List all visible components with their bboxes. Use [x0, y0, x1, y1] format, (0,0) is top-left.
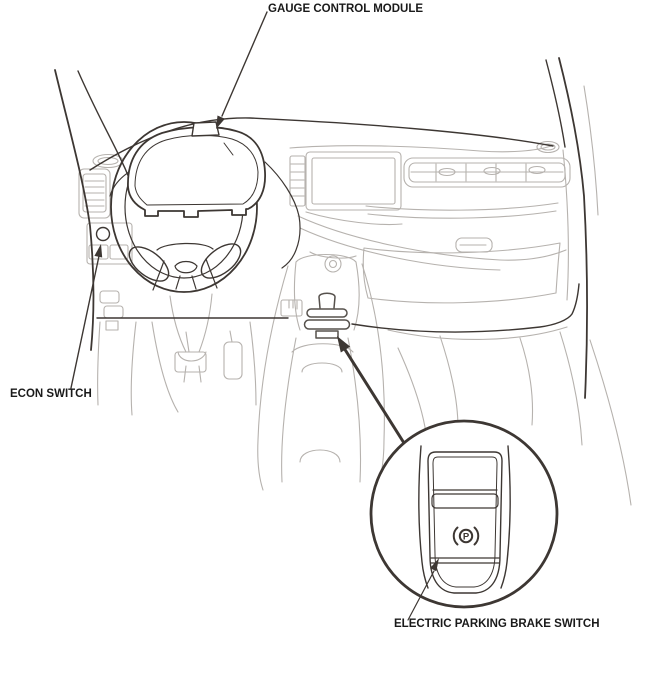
parking-brake-icon-circle: [458, 528, 474, 544]
gauge-leader: [216, 11, 268, 129]
cluster-top-tab: [191, 121, 220, 137]
cluster-inner-line: [134, 134, 259, 206]
right-a-pillar-inner: [545, 59, 566, 148]
econ-leader-line: [70, 255, 100, 389]
econ-switch: [95, 226, 111, 242]
parking-brake-icon-brackets: [452, 526, 480, 546]
wheel-rim-outer: [110, 121, 258, 293]
shifter-knob: [318, 292, 336, 309]
driver-levers: [99, 290, 124, 331]
econ-leader: [70, 244, 103, 389]
glove-box: [362, 242, 561, 304]
detail-leader-arrowhead: [337, 336, 351, 353]
gauge-leader-arrowhead: [216, 115, 225, 129]
pedals: [174, 330, 243, 380]
detail-leader-line: [342, 346, 406, 445]
wheel-spoke-cutout-right: [200, 243, 242, 279]
switch-panel-trim: [430, 489, 500, 564]
econ-leader-arrowhead: [94, 244, 103, 258]
cluster-glint: [223, 142, 234, 156]
center-console: [257, 254, 385, 491]
left-a-pillar: [54, 69, 95, 351]
epb-leader-arrowhead: [430, 558, 439, 572]
shift-indicator-panel: [280, 299, 303, 317]
footwell-lines: [97, 321, 257, 416]
screen-side-vent: [289, 155, 306, 207]
gear-shifter: [303, 292, 351, 339]
cluster-body: [127, 126, 266, 218]
passenger-vent: [403, 157, 571, 188]
right-a-pillar: [558, 57, 589, 399]
detail-leader: [337, 336, 406, 445]
detail-circle: [369, 419, 559, 609]
climate-knob: [288, 251, 357, 310]
left-side-vent: [78, 168, 111, 219]
lower-dash-lines: [387, 85, 632, 506]
console-side-walls: [418, 445, 511, 589]
wheel-hub-details: [152, 242, 218, 291]
defroster-vents: [92, 140, 560, 169]
epb-leader: [407, 558, 439, 621]
main-outlines: [54, 57, 589, 399]
electric-parking-brake-switch-label: ELECTRIC PARKING BRAKE SWITCH: [394, 618, 600, 630]
shifter-collars: [303, 308, 351, 339]
dash-seams: [289, 145, 569, 301]
econ-switch-label: ECON SWITCH: [10, 388, 92, 400]
wheel-spoke-cutout-left: [128, 246, 170, 282]
gauge-leader-line: [221, 11, 268, 117]
steering-column: [169, 293, 213, 383]
gauge-control-module: [127, 121, 266, 218]
parking-brake-icon: P: [452, 526, 480, 546]
switch-panel-inner: [432, 456, 498, 588]
cluster-hood-edges: [109, 161, 301, 269]
glove-handle: [455, 237, 493, 253]
dash-lower-edge: [96, 283, 580, 333]
center-screen: [305, 151, 403, 226]
gauge-control-module-label: GAUGE CONTROL MODULE: [268, 3, 424, 15]
dash-details: [78, 85, 632, 506]
epb-leader-line: [407, 570, 435, 621]
parking-brake-icon-letter: P: [463, 532, 470, 543]
switch-panel-outline: [427, 451, 503, 594]
parking-brake-detail: P: [369, 419, 559, 609]
